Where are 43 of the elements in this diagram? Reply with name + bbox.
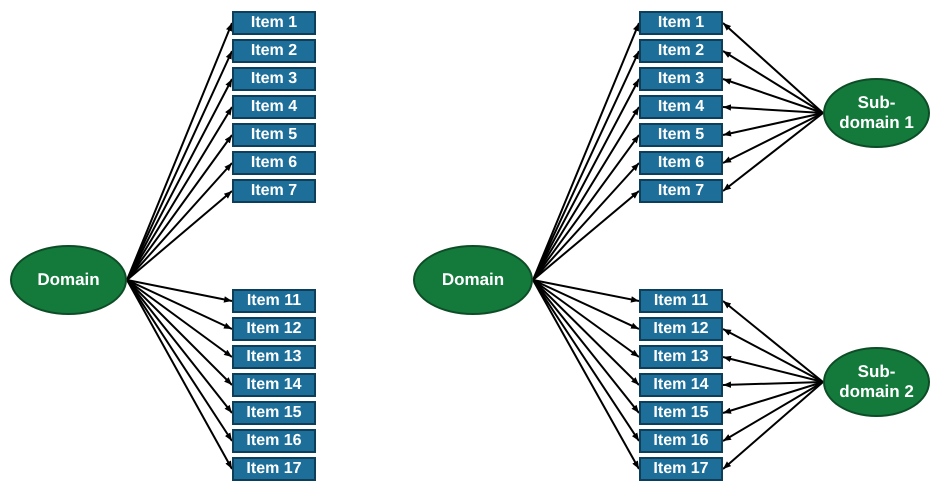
item-box: Item 15 <box>232 401 316 425</box>
arrow <box>126 279 232 303</box>
item-box: Item 11 <box>232 289 316 313</box>
item-box: Item 5 <box>232 123 316 147</box>
arrow <box>722 112 824 192</box>
arrow <box>722 50 824 114</box>
item-box: Item 13 <box>232 345 316 369</box>
item-box: Item 2 <box>232 39 316 63</box>
arrow <box>126 190 233 281</box>
item-box: Item 2 <box>639 39 723 63</box>
arrow <box>722 381 824 470</box>
item-box: Item 6 <box>232 151 316 175</box>
arrow <box>722 381 824 442</box>
domain-ellipse: Domain <box>10 245 127 315</box>
item-box: Item 6 <box>639 151 723 175</box>
item-box: Item 5 <box>639 123 723 147</box>
item-box: Item 15 <box>639 401 723 425</box>
item-box: Item 11 <box>639 289 723 313</box>
arrow <box>722 328 824 383</box>
arrow <box>532 279 640 303</box>
item-box: Item 4 <box>639 95 723 119</box>
arrow <box>532 190 640 281</box>
domain-ellipse: Sub- domain 1 <box>823 78 930 148</box>
item-box: Item 17 <box>639 457 723 481</box>
item-box: Item 1 <box>639 11 723 35</box>
item-box: Item 7 <box>639 179 723 203</box>
item-box: Item 1 <box>232 11 316 35</box>
arrow <box>722 22 824 114</box>
item-box: Item 12 <box>232 317 316 341</box>
item-box: Item 3 <box>639 67 723 91</box>
item-box: Item 12 <box>639 317 723 341</box>
item-box: Item 17 <box>232 457 316 481</box>
item-box: Item 16 <box>232 429 316 453</box>
item-box: Item 14 <box>639 373 723 397</box>
domain-ellipse: Domain <box>413 245 533 315</box>
item-box: Item 7 <box>232 179 316 203</box>
arrow <box>722 300 824 383</box>
item-box: Item 16 <box>639 429 723 453</box>
item-box: Item 3 <box>232 67 316 91</box>
item-box: Item 4 <box>232 95 316 119</box>
domain-ellipse: Sub- domain 2 <box>823 347 930 417</box>
item-box: Item 14 <box>232 373 316 397</box>
item-box: Item 13 <box>639 345 723 369</box>
